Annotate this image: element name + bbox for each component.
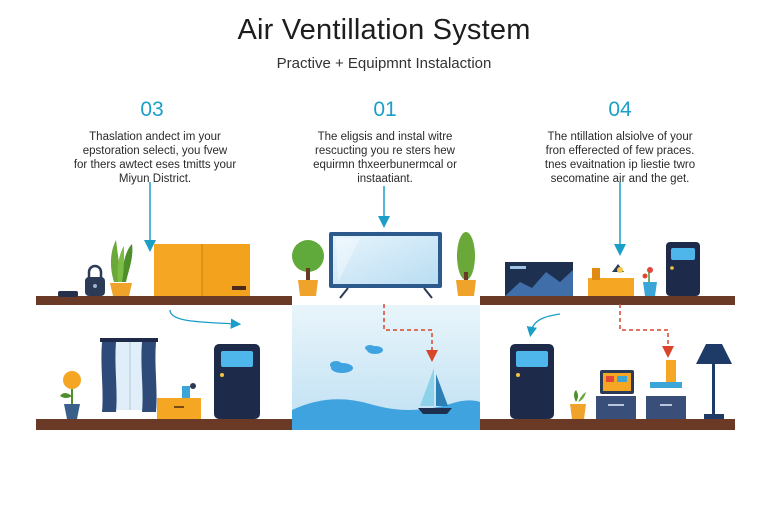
diagram-subtitle: Practive + Equipmnt Instalaction — [276, 55, 492, 72]
shelf-lower-left — [36, 419, 292, 430]
cloud-icon — [330, 361, 353, 373]
connector-arrow-left — [169, 309, 242, 329]
cloud-icon — [365, 345, 383, 354]
step-description-03: Thaslation andect im your epstoration se… — [60, 130, 250, 186]
remote-icon — [58, 291, 78, 297]
dashed-arrow-middle — [383, 304, 438, 362]
step-04-line-2: fron efferected of few praces. — [545, 145, 695, 157]
side-table-icon — [646, 360, 686, 419]
step-01-line-2: rescucting you re sters hew — [315, 145, 455, 157]
lamp-icon — [696, 344, 732, 419]
step-description-01: The eligsis and instal witre rescucting … — [290, 130, 480, 186]
curtain-window-icon — [100, 338, 158, 412]
step-01-line-4: instaatiant. — [357, 173, 413, 185]
connector-arrow-right — [526, 313, 561, 338]
step-04-line-4: secomatine air and the get. — [550, 173, 690, 185]
step-03-line-1: Thaslation andect im your — [89, 131, 221, 143]
cabinet-icon — [154, 244, 250, 296]
diagram-title: Air Ventillation System — [237, 14, 531, 46]
air-unit-icon — [510, 344, 554, 419]
shelf-upper-left — [36, 296, 292, 305]
small-plant-icon — [570, 390, 586, 419]
monitor-desk-icon — [596, 370, 636, 419]
desk-decor-icon — [588, 264, 634, 296]
round-tree-icon — [292, 240, 324, 296]
flower-icon — [642, 267, 657, 296]
cypress-plant-icon — [456, 232, 476, 296]
step-04-line-3: tnes evaitnation ip liestie twro — [544, 159, 696, 171]
shelf-lower-right — [480, 419, 735, 430]
sunflower-icon — [60, 371, 81, 419]
air-unit-icon — [666, 242, 700, 296]
step-04-line-1: The ntillation alsiolve of your — [547, 131, 693, 143]
step-01-line-3: equirmn thxeerbunermcal or — [313, 159, 457, 171]
tv-screen-icon — [329, 232, 442, 299]
step-number-04: 04 — [608, 98, 632, 121]
air-unit-icon — [214, 344, 260, 419]
landscape-picture-icon — [505, 262, 573, 296]
drawer-icon — [157, 383, 201, 419]
step-03-line-3: for thers awtect eses tmitts your — [73, 159, 237, 171]
dashed-arrow-right — [619, 304, 674, 358]
step-number-01: 01 — [373, 98, 397, 121]
padlock-icon — [85, 264, 105, 296]
sailboat-icon — [418, 368, 452, 414]
step-description-04: The ntillation alsiolve of your fron eff… — [525, 130, 715, 186]
shelf-upper-right — [480, 296, 735, 305]
step-03-line-2: epstoration selecti, you fvew — [82, 145, 228, 157]
sea-waves — [292, 399, 480, 430]
step-number-03: 03 — [140, 98, 164, 121]
step-01-line-1: The eligsis and instal witre — [317, 131, 453, 143]
step-03-line-4: Miyun District. — [118, 173, 192, 185]
plant-icon — [110, 240, 133, 296]
